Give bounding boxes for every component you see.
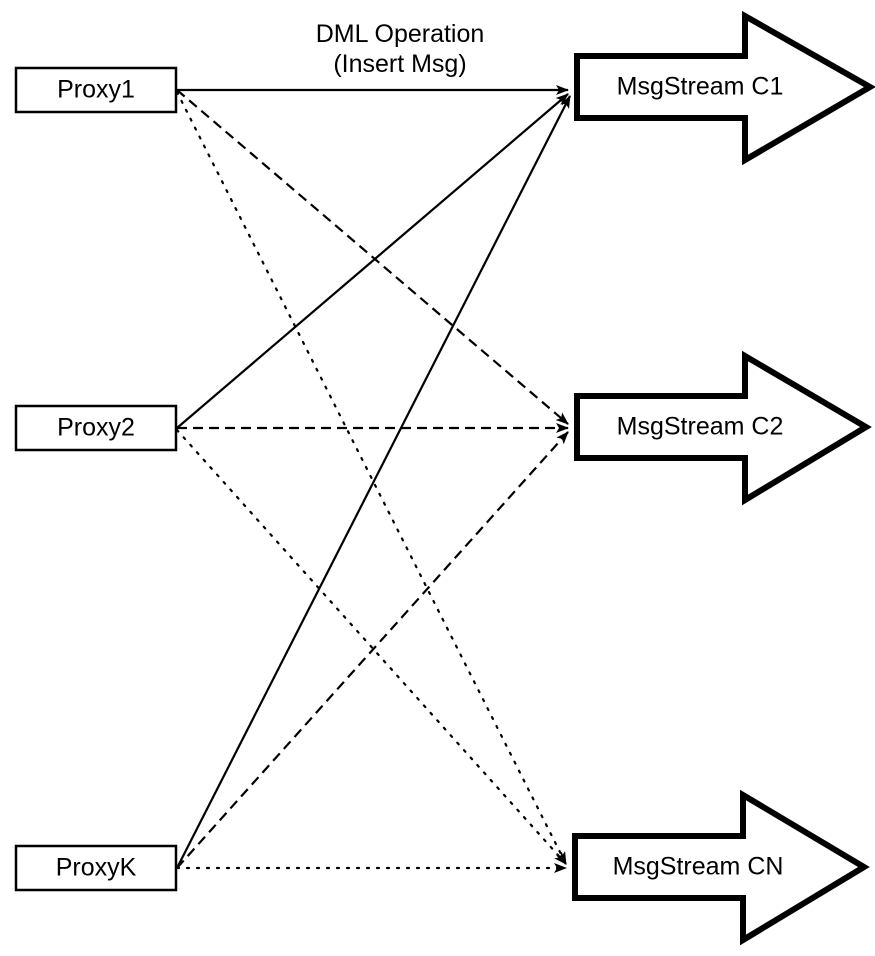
connection-proxyk-to-c1[interactable] (176, 95, 571, 869)
stream-node-c2[interactable]: MsgStream C2 (574, 350, 872, 506)
connection-proxy2-to-cn[interactable] (175, 428, 568, 866)
connection-proxy2-to-c1[interactable] (176, 93, 569, 429)
stream-label: MsgStream C1 (617, 73, 784, 101)
proxy-box[interactable] (14, 404, 178, 452)
stream-node-c1[interactable]: MsgStream C1 (574, 10, 875, 166)
stream-node-cn[interactable]: MsgStream CN (572, 789, 870, 946)
proxy-label: ProxyK (56, 854, 137, 882)
block-arrow-shape[interactable] (574, 10, 875, 166)
stream-label: MsgStream CN (613, 853, 784, 881)
connection-proxyk-to-c2[interactable] (176, 431, 569, 869)
proxy-box[interactable] (14, 844, 178, 892)
block-arrow-shape[interactable] (572, 789, 870, 946)
stream-layer: MsgStream C1 MsgStream C2 MsgStream CN (572, 10, 875, 946)
connection-proxy1-to-cn[interactable] (175, 90, 568, 866)
proxy-label: Proxy2 (57, 414, 135, 442)
proxy-label: Proxy1 (57, 76, 135, 104)
edge-caption: DML Operation (Insert Msg) (316, 20, 485, 78)
stream-label: MsgStream C2 (617, 413, 784, 441)
proxy-layer: Proxy1 Proxy2 ProxyK (14, 66, 178, 892)
proxy-node-proxyk[interactable]: ProxyK (14, 844, 178, 892)
proxy-node-proxy2[interactable]: Proxy2 (14, 404, 178, 452)
proxy-node-proxy1[interactable]: Proxy1 (14, 66, 178, 114)
proxy-box[interactable] (14, 66, 178, 114)
connection-proxy1-to-c2[interactable] (176, 89, 569, 425)
block-arrow-shape[interactable] (574, 350, 872, 506)
edge-caption-line2: (Insert Msg) (333, 50, 466, 78)
edge-caption-line1: DML Operation (316, 20, 485, 48)
connection-layer (175, 85, 571, 873)
